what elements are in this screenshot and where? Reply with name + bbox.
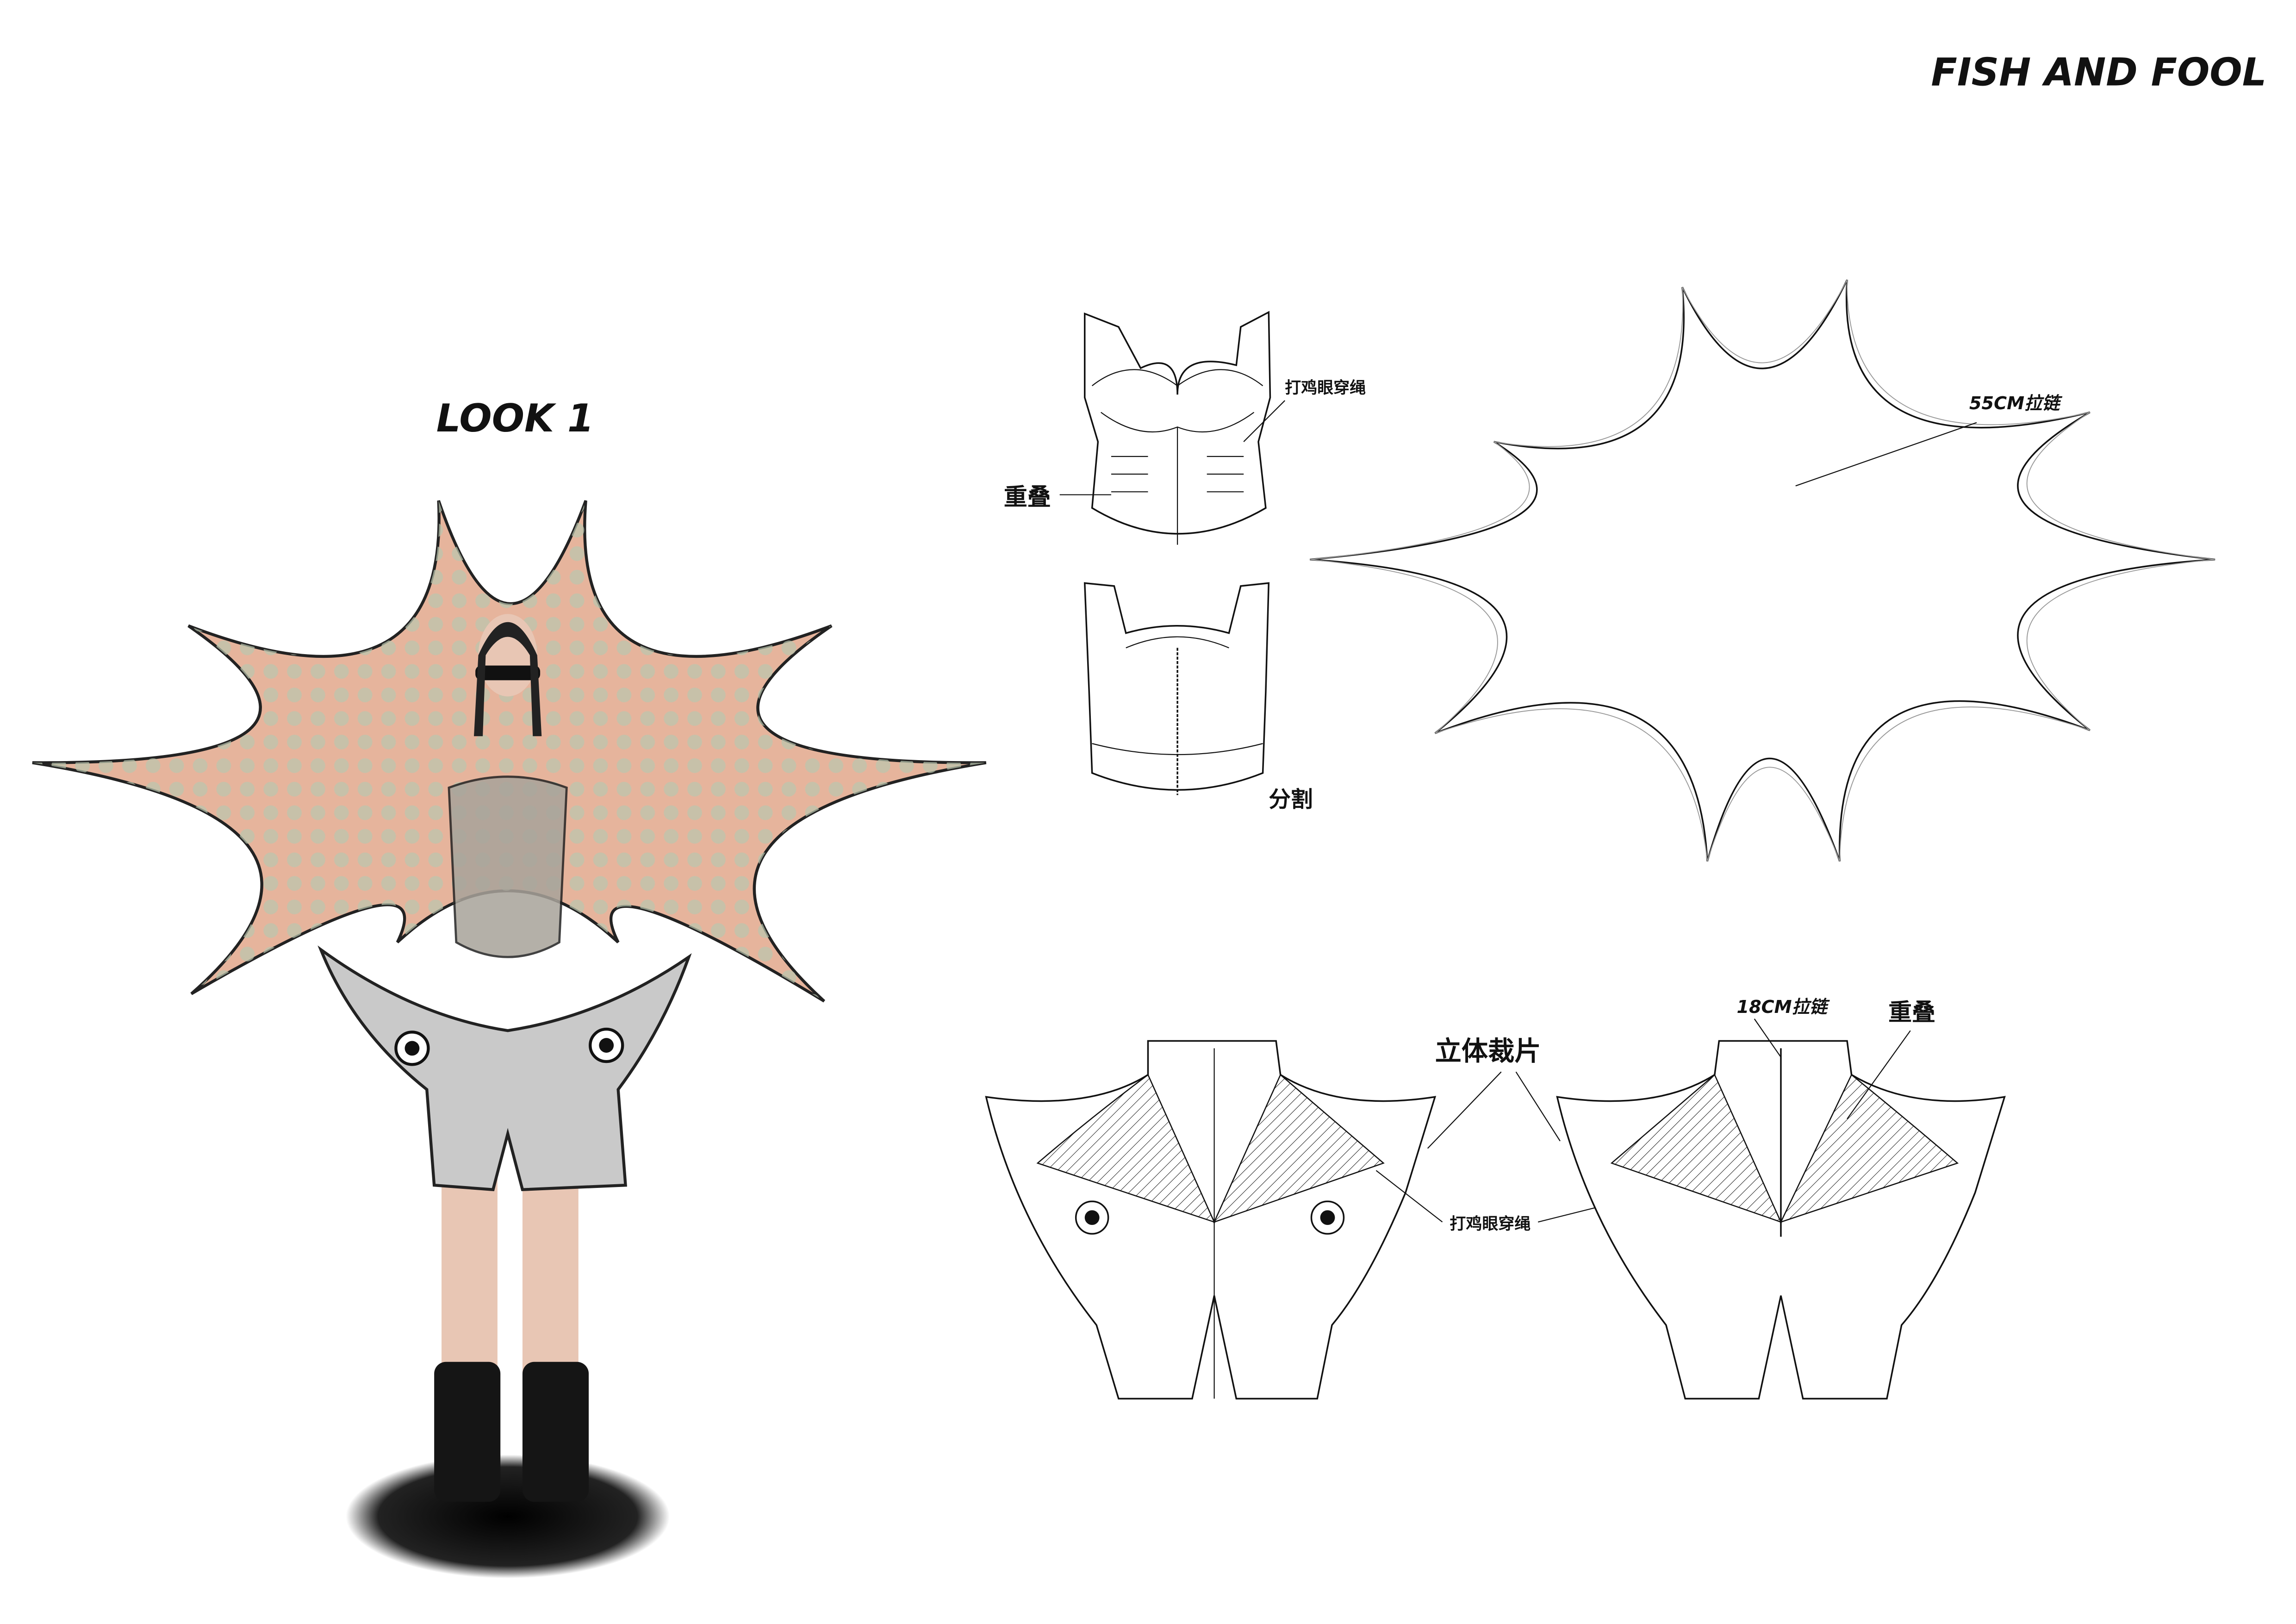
shorts-back-flat [1556, 1040, 2006, 1400]
shorts-front-flat [985, 1040, 1437, 1400]
corset-bodice [448, 775, 568, 958]
shorts-eyelet-label: 打鸡眼穿绳 [1450, 1215, 1531, 1234]
cape-flat [1310, 279, 2215, 862]
right-boot [522, 1362, 589, 1502]
look-title: LOOK 1 [436, 396, 594, 441]
left-leg [442, 1178, 498, 1384]
shorts-zipper-label: 18CM拉链 [1737, 997, 1830, 1017]
wing-cape-pattern [32, 500, 986, 1001]
look-illustration [32, 500, 987, 1579]
fish-skirt [317, 945, 692, 1192]
right-leg [522, 1178, 579, 1384]
cape-zipper-label: 55CM拉链 [1969, 393, 2063, 413]
shorts-overlap-label: 重叠 [1888, 999, 1935, 1026]
corset-back-flat [1083, 582, 1270, 795]
corset-eyelet-label: 打鸡眼穿绳 [1285, 379, 1366, 397]
brand-title: FISH AND FOOL [1931, 50, 2266, 95]
corset-front-flat [1084, 311, 1271, 545]
shorts-draping-label: 立体裁片 [1435, 1036, 1541, 1067]
hair [474, 622, 542, 737]
corset-overlap-label: 重叠 [1004, 483, 1051, 511]
floor-shadow [346, 1455, 670, 1579]
sunglasses-icon [475, 665, 541, 681]
left-boot [434, 1362, 501, 1502]
corset-split-label: 分割 [1269, 787, 1313, 812]
